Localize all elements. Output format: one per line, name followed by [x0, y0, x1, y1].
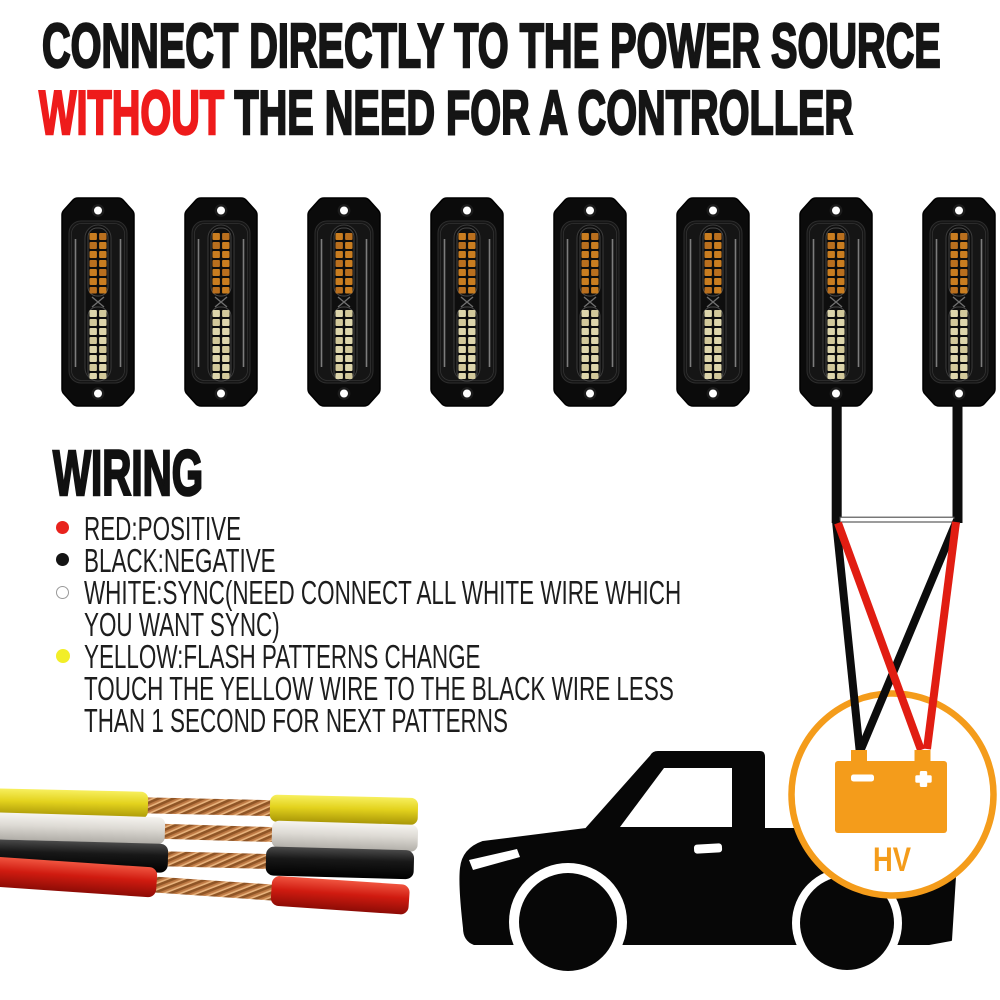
- black-wire-to-minus-2: [855, 518, 961, 756]
- led-module-3: [307, 197, 381, 407]
- wire-photo: [0, 788, 419, 915]
- led-module-8: [922, 197, 996, 407]
- battery-plus-terminal: [914, 750, 931, 764]
- wiring-item-yellow-cont1: TOUCH THE YELLOW WIRE TO THE BLACK WIRE …: [84, 670, 674, 707]
- led-module-row: [61, 197, 996, 407]
- truck-headlight: [469, 849, 520, 870]
- headline-highlight: WITHOUT: [38, 79, 225, 148]
- wiring-item-yellow: YELLOW:FLASH PATTERNS CHANGE: [84, 638, 481, 675]
- red-wire-to-plus-2: [923, 521, 960, 750]
- wiring-heading: WIRING: [52, 437, 204, 509]
- led-module-5: [553, 197, 627, 407]
- wiring-item-yellow-cont2: THAN 1 SECOND FOR NEXT PATTERNS: [84, 702, 508, 739]
- truck-door-handle: [693, 843, 723, 854]
- battery-hv-label: HV: [873, 841, 911, 879]
- headline-line1: CONNECT DIRECTLY TO THE POWER SOURCE: [41, 12, 1000, 81]
- battery-body: [835, 761, 947, 833]
- yellow-bullet: [56, 649, 70, 663]
- wiring-harness: [831, 402, 963, 523]
- white-bullet: [56, 586, 69, 599]
- wiring-item-black: BLACK:NEGATIVE: [84, 542, 276, 579]
- negative-wire-right: [952, 402, 963, 523]
- led-module-7: [799, 197, 873, 407]
- red-bullet: [56, 521, 69, 534]
- led-module-2: [184, 197, 258, 407]
- yellow-wire: [0, 788, 419, 825]
- truck-window: [620, 768, 732, 827]
- wiring-item-white: WHITE:SYNC(NEED CONNECT ALL WHITE WIRE W…: [84, 574, 682, 611]
- wiring-item-red: RED:POSITIVE: [84, 510, 242, 547]
- led-module-1: [61, 197, 135, 407]
- red-wire: [0, 856, 410, 915]
- plus-symbol-horizontal: [915, 775, 932, 783]
- battery-icon: HV: [835, 750, 947, 879]
- truck-icon: [459, 751, 959, 981]
- minus-symbol: [851, 774, 874, 782]
- battery-minus-terminal: [851, 750, 867, 764]
- battery-wires: [832, 518, 961, 756]
- led-module-4: [430, 197, 504, 407]
- headline-line1-text: CONNECT DIRECTLY TO THE POWER SOURCE: [41, 12, 941, 81]
- front-wheel: [519, 873, 617, 971]
- red-wire-to-plus-1: [834, 521, 925, 752]
- wiring-item-white-cont: YOU WANT SYNC): [84, 606, 280, 643]
- black-bullet: [56, 553, 69, 566]
- sync-wire: [839, 516, 955, 523]
- negative-wire-left: [831, 402, 842, 523]
- headline-line2-rest: THE NEED FOR A CONTROLLER: [234, 79, 854, 148]
- black-wire-to-minus-1: [832, 520, 864, 755]
- led-module-6: [676, 197, 750, 407]
- rear-wheel: [800, 876, 894, 970]
- white-wire: [0, 812, 419, 852]
